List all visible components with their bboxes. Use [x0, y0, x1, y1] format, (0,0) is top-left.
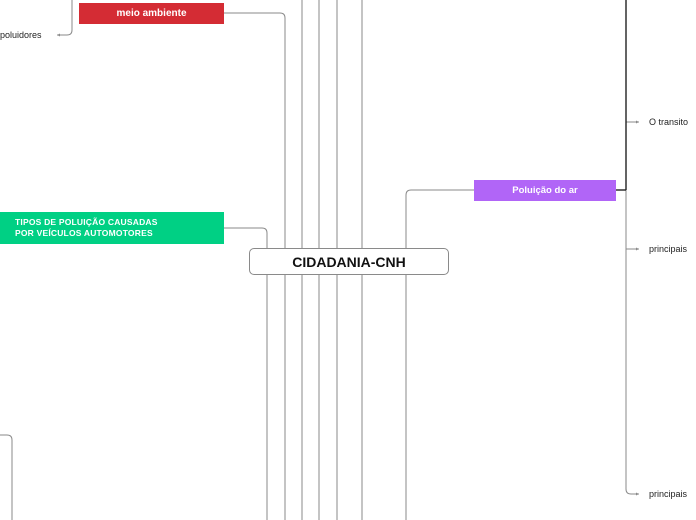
arrow-poluidores	[57, 33, 60, 37]
topic-tipos-poluicao[interactable]: TIPOS DE POLUIÇÃO CAUSADAS POR VEÍCULOS …	[0, 212, 224, 244]
connector-left-bottom	[0, 434, 13, 520]
topic-meio-ambiente-label: meio ambiente	[116, 8, 187, 19]
connector-principais-2	[625, 190, 639, 495]
leaf-principais-1[interactable]: principais	[649, 244, 687, 254]
arrow-principais-1	[636, 247, 639, 251]
leaf-poluidores[interactable]: poluidores	[0, 30, 42, 40]
topic-poluicao-ar[interactable]: Poluição do ar	[474, 180, 616, 201]
topic-tipos-poluicao-label: TIPOS DE POLUIÇÃO CAUSADAS POR VEÍCULOS …	[15, 217, 158, 238]
leaf-principais-1-label: principais	[649, 244, 688, 254]
arrow-principais-2	[636, 492, 639, 496]
central-topic[interactable]: CIDADANIA-CNH	[249, 248, 449, 275]
leaf-principais-2[interactable]: principais	[649, 489, 687, 499]
topic-meio-ambiente[interactable]: meio ambiente	[79, 3, 224, 24]
connector-tipos-poluicao	[224, 227, 268, 520]
leaf-poluidores-label: poluidores	[0, 30, 42, 40]
arrow-o-transito	[636, 120, 639, 124]
leaf-o-transito-label: O transito	[649, 117, 689, 127]
central-topic-label: CIDADANIA-CNH	[292, 253, 406, 270]
connector-poluicao-ar	[405, 189, 474, 520]
topic-poluicao-ar-label: Poluição do ar	[512, 185, 578, 196]
connector-poluidores	[57, 0, 73, 36]
connector-meio-ambiente	[224, 12, 286, 520]
leaf-o-transito[interactable]: O transito	[649, 117, 688, 127]
leaf-principais-2-label: principais	[649, 489, 688, 499]
